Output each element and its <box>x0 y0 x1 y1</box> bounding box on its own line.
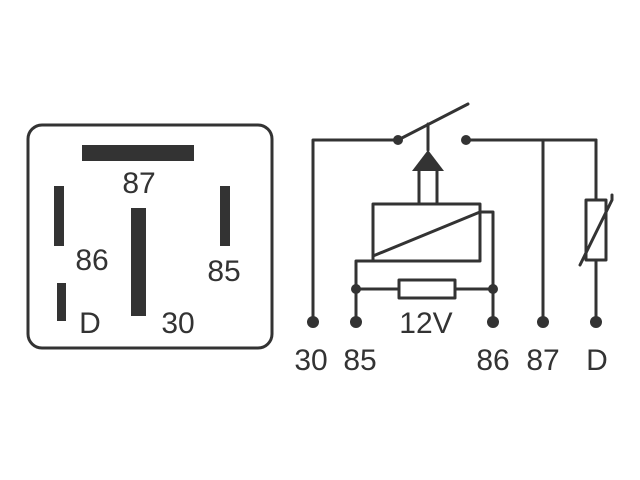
pin-85-blade <box>220 186 230 246</box>
terminal-label-86: 86 <box>476 344 509 377</box>
terminal-dot-30 <box>307 316 319 328</box>
terminal-label-30: 30 <box>294 344 327 377</box>
pin-86-blade <box>54 186 64 246</box>
junction-86 <box>488 284 498 294</box>
wire-coil-left <box>354 259 375 324</box>
suppressor-slash <box>578 193 614 267</box>
resistor-12v <box>397 278 457 300</box>
coil-diagonal <box>371 210 482 258</box>
terminal-dot-85 <box>350 316 362 328</box>
pin-d-blade <box>57 283 66 321</box>
schematic-labels: 12V 30 85 86 87 D <box>294 307 608 377</box>
terminal-dot-d <box>590 316 602 328</box>
pin-30-blade <box>131 208 146 316</box>
terminal-label-85: 85 <box>343 344 376 377</box>
pin-label-30: 30 <box>161 307 194 340</box>
relay-footprint: 87 86 85 D 30 <box>26 123 274 350</box>
wire-coil-right <box>478 210 495 324</box>
switch-arm <box>396 102 470 142</box>
terminal-label-d: D <box>586 344 608 377</box>
pin-label-d: D <box>79 307 101 340</box>
pin-87-blade <box>82 145 194 161</box>
relay-schematic <box>307 102 614 328</box>
terminal-dot-86 <box>487 316 499 328</box>
pin-label-87: 87 <box>122 167 155 200</box>
terminal-dot-87 <box>537 316 549 328</box>
terminal-label-87: 87 <box>526 344 559 377</box>
coil-voltage-label: 12V <box>399 307 452 340</box>
relay-housing-outline <box>26 123 274 350</box>
coil-box <box>371 202 482 263</box>
pin-label-85: 85 <box>207 255 240 288</box>
actuator-arrow-icon <box>412 150 444 171</box>
wire-30 <box>311 138 396 324</box>
pin-label-86: 86 <box>75 244 108 277</box>
switch-contact-no <box>461 135 471 145</box>
junction-85 <box>351 284 361 294</box>
